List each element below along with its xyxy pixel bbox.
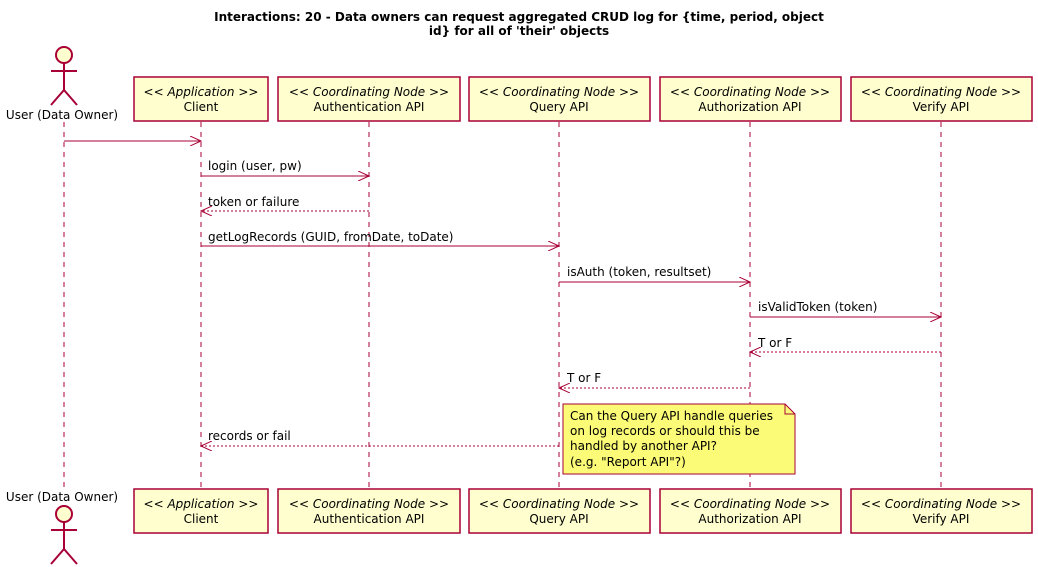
participant-name: Authorization API [698,100,801,114]
note: Can the Query API handle queries on log … [562,403,796,475]
note-line-4: (e.g. "Report API"?) [570,455,686,469]
diagram-title-line-2: id} for all of 'their' objects [429,24,609,38]
participant-client-bottom: << Application >> Client [133,488,269,534]
actor-label-bottom: User (Data Owner) [6,490,118,504]
note-line-2: on log records or should this be [570,424,760,438]
participant-name: Authentication API [314,100,425,114]
participant-stereotype: << Coordinating Node >> [479,497,639,511]
message-label-5: isAuth (token, resultset) [567,265,711,279]
participant-stereotype: << Coordinating Node >> [289,85,449,99]
participant-stereotype: << Coordinating Node >> [289,497,449,511]
participant-query-api-bottom: << Coordinating Node >> Query API [468,488,651,534]
message-label-8: T or F [566,371,601,385]
participant-stereotype: << Application >> [144,85,259,99]
message-label-2: login (user, pw) [208,159,302,173]
participant-client-top: << Application >> Client [133,76,269,122]
message-label-6: isValidToken (token) [758,300,877,314]
participant-stereotype: << Coordinating Node >> [861,85,1021,99]
message-label-4: getLogRecords (GUID, fromDate, toDate) [208,230,453,244]
participant-name: Verify API [913,512,970,526]
actor-bottom [50,505,78,565]
participant-name: Client [184,512,219,526]
participant-name: Query API [529,512,588,526]
participant-name: Verify API [913,100,970,114]
lifelines [63,122,942,490]
participant-query-api-top: << Coordinating Node >> Query API [468,76,651,122]
actor-head-icon [55,46,73,64]
participant-verify-api-top: << Coordinating Node >> Verify API [850,76,1033,122]
participant-name: Query API [529,100,588,114]
participant-authorization-api-bottom: << Coordinating Node >> Authorization AP… [659,488,842,534]
actor-label-top: User (Data Owner) [6,108,118,122]
participant-authentication-api-bottom: << Coordinating Node >> Authentication A… [277,488,461,534]
note-line-1: Can the Query API handle queries [570,409,773,423]
participant-name: Authorization API [698,512,801,526]
participant-stereotype: << Coordinating Node >> [861,497,1021,511]
participant-authorization-api-top: << Coordinating Node >> Authorization AP… [659,76,842,122]
message-label-7: T or F [757,336,792,350]
actor-head-icon [55,505,73,523]
participant-name: Client [184,100,219,114]
messages [64,141,941,446]
message-label-9: records or fail [208,429,291,443]
message-label-3: token or failure [208,195,299,209]
participant-stereotype: << Coordinating Node >> [479,85,639,99]
actor-top [50,46,78,106]
note-line-3: handled by another API? [570,439,717,453]
participant-stereotype: << Application >> [144,497,259,511]
participant-stereotype: << Coordinating Node >> [670,85,830,99]
participant-verify-api-bottom: << Coordinating Node >> Verify API [850,488,1033,534]
participant-stereotype: << Coordinating Node >> [670,497,830,511]
participant-name: Authentication API [314,512,425,526]
participant-authentication-api-top: << Coordinating Node >> Authentication A… [277,76,461,122]
diagram-title-line-1: Interactions: 20 - Data owners can reque… [214,10,824,24]
